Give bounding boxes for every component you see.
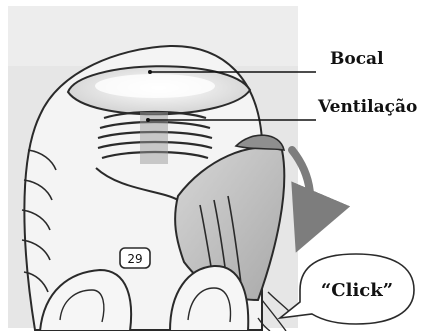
dose-counter: 29 bbox=[127, 252, 142, 266]
mouthpiece-label: Bocal bbox=[330, 49, 384, 69]
mouthpiece-highlight bbox=[95, 74, 215, 98]
click-label: “Click” bbox=[321, 280, 393, 301]
vent-label: Ventilação bbox=[317, 97, 417, 117]
vent-leader-dot bbox=[146, 118, 150, 122]
mouthpiece-leader-dot bbox=[148, 70, 152, 74]
